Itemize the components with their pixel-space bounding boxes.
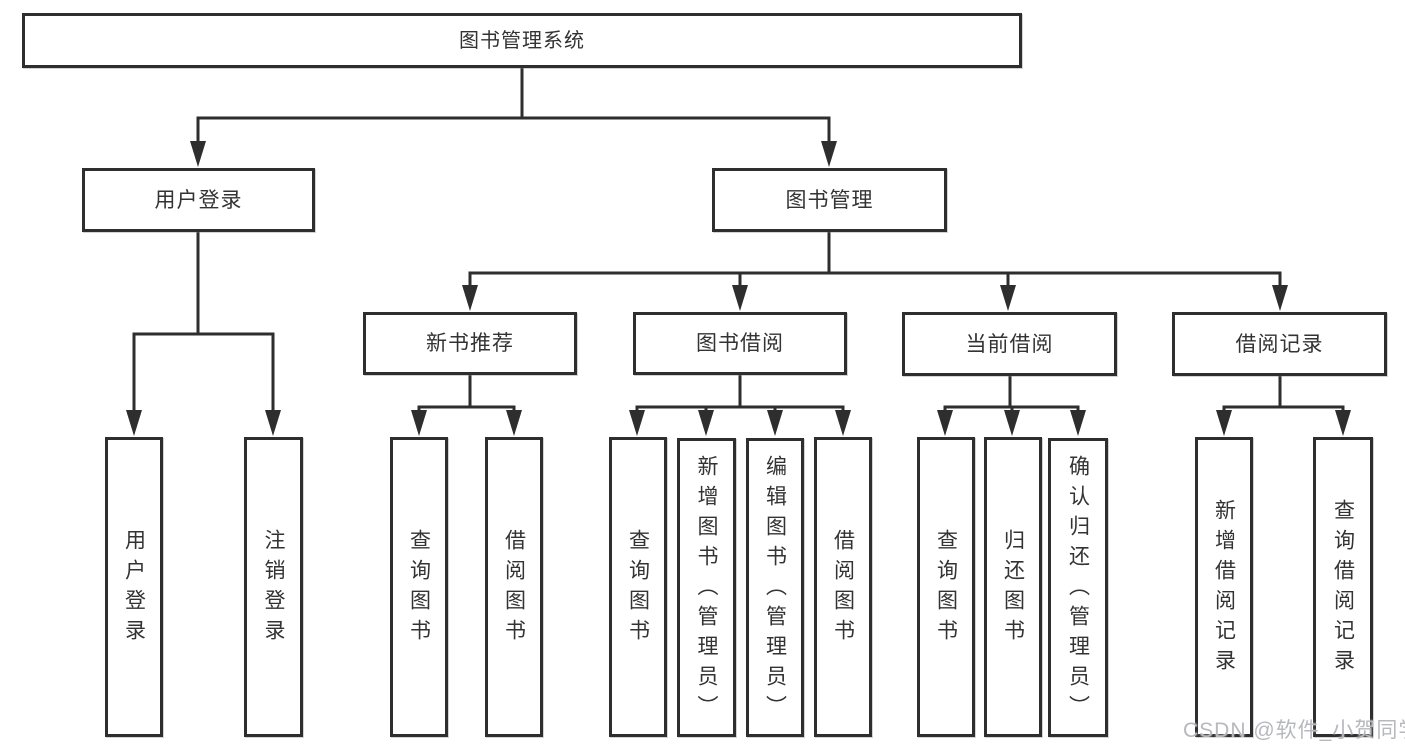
node-leaf-return-books: 归还图书 [984,437,1042,737]
node-root: 图书管理系统 [22,13,1022,68]
node-new-book-recommend: 新书推荐 [363,312,577,375]
node-leaf-query-books-2: 查询图书 [609,437,667,737]
node-leaf-query-borrow-record: 查询借阅记录 [1313,437,1373,737]
node-leaf-add-books-admin: 新增图书（管理员） [677,438,736,737]
node-user-login: 用户登录 [82,168,315,232]
node-leaf-logout: 注销登录 [244,437,303,737]
node-leaf-edit-books-admin: 编辑图书（管理员） [746,438,804,737]
node-leaf-query-books-3: 查询图书 [917,437,975,737]
node-leaf-add-borrow-record: 新增借阅记录 [1195,437,1253,737]
node-borrow-records: 借阅记录 [1172,312,1387,376]
node-book-borrowing: 图书借阅 [633,312,847,375]
node-leaf-borrow-books-1: 借阅图书 [485,437,543,737]
node-leaf-confirm-return-admin: 确认归还（管理员） [1048,438,1108,737]
csdn-watermark: CSDN @软件_小贺同学 [1183,719,1405,742]
node-leaf-query-books-1: 查询图书 [390,437,448,737]
node-leaf-borrow-books-2: 借阅图书 [814,437,872,737]
node-book-management: 图书管理 [712,168,947,232]
node-current-borrowing: 当前借阅 [902,312,1117,376]
node-leaf-user-login: 用户登录 [105,437,163,737]
